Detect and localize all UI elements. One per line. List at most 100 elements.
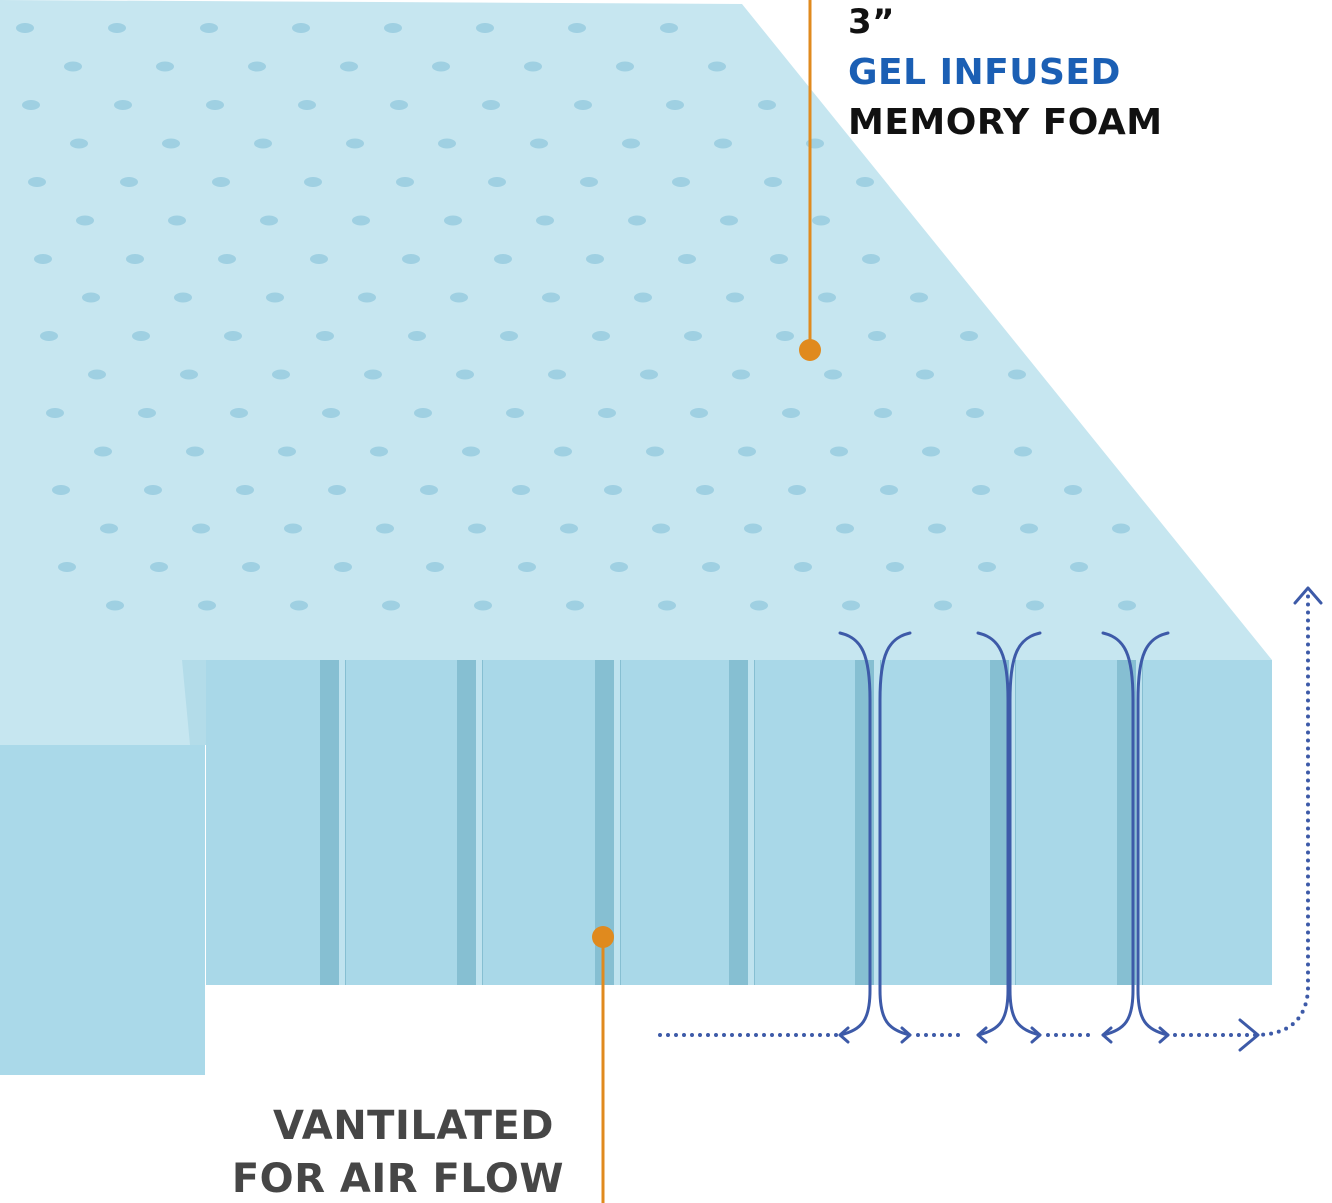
ventilation-hole bbox=[738, 446, 756, 457]
groove-highlight bbox=[476, 660, 482, 985]
ventilation-hole bbox=[426, 562, 444, 572]
callout-top bbox=[799, 0, 821, 361]
ventilation-hole bbox=[150, 562, 168, 572]
ventilation-hole bbox=[880, 485, 898, 495]
arrowhead-up bbox=[1293, 586, 1323, 605]
ventilation-hole bbox=[242, 562, 260, 572]
ventilation-hole bbox=[304, 177, 322, 187]
ventilation-hole bbox=[106, 600, 124, 611]
ventilation-hole bbox=[812, 215, 830, 226]
ventilation-hole bbox=[640, 369, 658, 380]
ventilation-hole bbox=[94, 446, 112, 457]
ventilation-hole bbox=[708, 61, 726, 72]
ventilation-hole bbox=[836, 523, 854, 534]
ventilation-holes bbox=[16, 23, 1136, 611]
ventilation-hole bbox=[660, 23, 678, 33]
ventilation-hole bbox=[186, 446, 204, 457]
foam-left-block-front bbox=[0, 745, 205, 1075]
ventilation-hole bbox=[604, 485, 622, 495]
gel-infused-label: GEL INFUSED bbox=[848, 52, 1121, 93]
ventilation-hole bbox=[364, 369, 382, 380]
ventilation-hole bbox=[180, 369, 198, 380]
ventilation-hole bbox=[862, 254, 880, 264]
arrowhead bbox=[838, 1026, 850, 1044]
airflow-arrow-icon bbox=[658, 586, 1323, 1052]
ventilation-hole bbox=[46, 408, 64, 418]
arrowhead bbox=[1030, 1026, 1042, 1044]
ventilation-hole bbox=[868, 331, 886, 341]
arrowhead bbox=[976, 1026, 988, 1044]
ventilation-hole bbox=[758, 100, 776, 110]
airflow-curve-left bbox=[1101, 631, 1135, 1037]
ventilation-hole bbox=[218, 254, 236, 264]
ventilation-hole bbox=[874, 408, 892, 418]
ventilation-hole bbox=[744, 523, 762, 534]
ventilation-hole bbox=[560, 523, 578, 534]
ventilation-hole bbox=[536, 215, 554, 226]
ventilation-hole bbox=[108, 23, 126, 33]
ventilation-hole bbox=[518, 562, 536, 572]
ventilation-hole bbox=[328, 485, 346, 495]
ventilation-hole bbox=[928, 523, 946, 534]
ventilation-hole bbox=[776, 331, 794, 341]
ventilation-hole bbox=[770, 254, 788, 264]
ventilation-hole bbox=[284, 523, 302, 534]
arrowhead bbox=[1158, 1026, 1170, 1044]
ventilation-hole bbox=[200, 23, 218, 33]
groove-highlight bbox=[748, 660, 754, 985]
ventilation-hole bbox=[408, 331, 426, 341]
ventilation-hole bbox=[272, 369, 290, 380]
ventilation-hole bbox=[432, 61, 450, 72]
callout-dot-icon bbox=[799, 339, 821, 361]
ventilation-hole bbox=[168, 215, 186, 226]
ventilation-hole bbox=[702, 562, 720, 572]
ventilation-hole bbox=[690, 408, 708, 418]
ventilation-hole bbox=[40, 331, 58, 341]
ventilation-hole bbox=[934, 600, 952, 611]
ventilation-hole bbox=[714, 138, 732, 149]
ventilation-hole bbox=[610, 562, 628, 572]
foam-left-block-shadow bbox=[182, 660, 206, 745]
ventilation-hole bbox=[352, 215, 370, 226]
ventilation-hole bbox=[260, 215, 278, 226]
ventilation-hole bbox=[628, 215, 646, 226]
ventilation-hole bbox=[322, 408, 340, 418]
memory-foam-topper bbox=[0, 0, 1272, 1075]
arrowhead bbox=[900, 1026, 912, 1044]
ventilation-hole bbox=[916, 369, 934, 380]
ventilation-hole bbox=[580, 177, 598, 187]
ventilation-hole bbox=[726, 292, 744, 303]
ventilation-hole bbox=[382, 600, 400, 611]
ventilation-hole bbox=[732, 369, 750, 380]
ventilation-hole bbox=[390, 100, 408, 110]
ventilation-hole bbox=[212, 177, 230, 187]
ventilation-hole bbox=[1118, 600, 1136, 611]
ventilation-hole bbox=[788, 485, 806, 495]
ventilation-hole bbox=[316, 331, 334, 341]
ventilation-hole bbox=[554, 446, 572, 457]
ventilation-hole bbox=[444, 215, 462, 226]
ventilation-hole bbox=[684, 331, 702, 341]
groove-highlight bbox=[614, 660, 620, 985]
ventilation-hole bbox=[340, 61, 358, 72]
ventilation-hole bbox=[1008, 369, 1026, 380]
ventilation-hole bbox=[224, 331, 242, 341]
ventilation-hole bbox=[192, 523, 210, 534]
ventilation-hole bbox=[646, 446, 664, 457]
ventilation-hole bbox=[266, 292, 284, 303]
ventilation-hole bbox=[512, 485, 530, 495]
ventilation-hole bbox=[678, 254, 696, 264]
ventilation-hole bbox=[568, 23, 586, 33]
dotted-airflow-path bbox=[658, 588, 1310, 1037]
ventilation-hole bbox=[598, 408, 616, 418]
ventilation-hole bbox=[666, 100, 684, 110]
ventilation-hole bbox=[88, 369, 106, 380]
ventilation-hole bbox=[114, 100, 132, 110]
ventilation-hole bbox=[254, 138, 272, 149]
foam-top-surface bbox=[0, 0, 1272, 745]
ventilation-hole bbox=[586, 254, 604, 264]
ventilation-hole bbox=[120, 177, 138, 187]
ventilation-hole bbox=[52, 485, 70, 495]
